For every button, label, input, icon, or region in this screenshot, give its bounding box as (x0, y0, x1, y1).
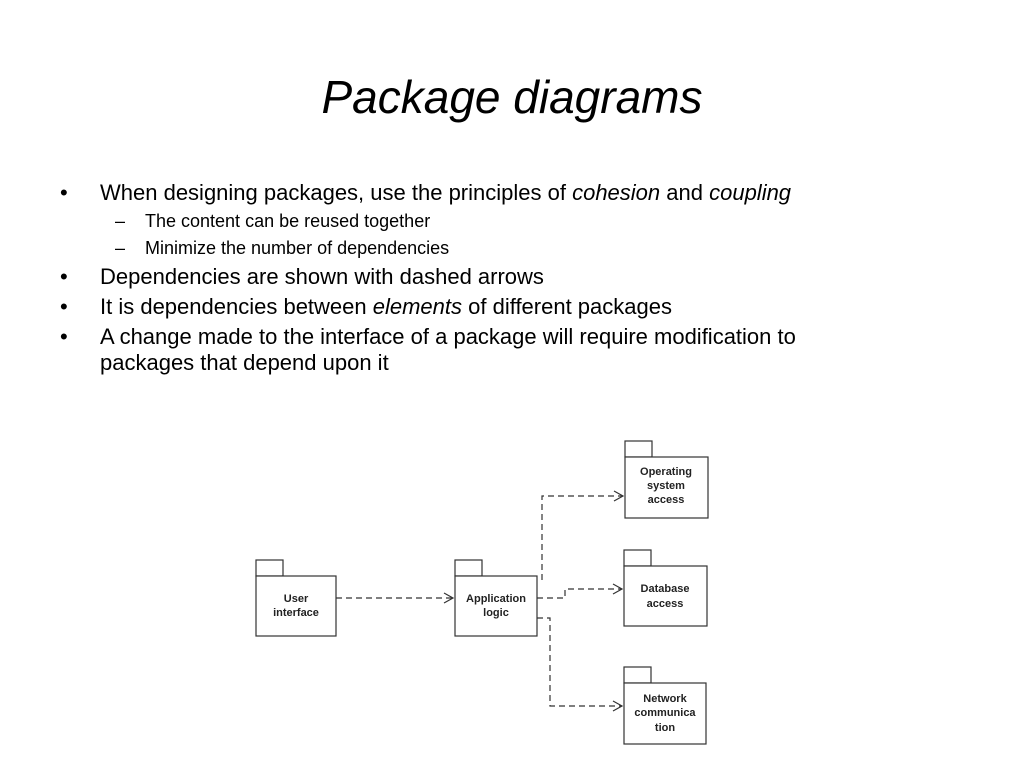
dependency-arrow-app-to-db (537, 583, 624, 599)
slide-title: Package diagrams (321, 71, 703, 123)
dependency-arrow-app-to-network (537, 617, 624, 712)
package-database-access: Database access (623, 549, 708, 627)
bullet-interface-change: • A change made to the interface of a pac… (0, 324, 930, 376)
bullet-marker: • (60, 324, 68, 349)
bullet-text: of different packages (462, 294, 672, 319)
term-cohesion: cohesion (572, 180, 661, 205)
package-body (454, 575, 538, 637)
bullet-marker: • (60, 180, 68, 205)
sub-bullet-dependencies: –Minimize the number of dependencies (0, 237, 1024, 259)
package-tab (624, 440, 653, 458)
bullet-dashed-arrows: • Dependencies are shown with dashed arro… (0, 264, 930, 290)
bullet-elements: • It is dependencies between elements of … (0, 294, 930, 320)
bullet-text: A change made to the interface of a pack… (100, 324, 796, 349)
package-label: Database (641, 583, 690, 595)
package-tab (623, 666, 652, 684)
sub-bullet-marker: – (115, 211, 126, 231)
sub-bullet-reuse: –The content can be reused together (0, 210, 1024, 232)
bullet-text: It is dependencies between (100, 294, 373, 319)
term-elements: elements (372, 294, 463, 319)
sub-bullet-text: The content can be reused together (145, 211, 431, 231)
bullet-cohesion-coupling: • When designing packages, use the princi… (0, 180, 930, 206)
package-label: Network (643, 693, 687, 705)
bullet-marker: • (60, 294, 68, 319)
package-user-interface: User interface (255, 559, 337, 637)
package-application-logic: Application logic (454, 559, 538, 637)
term-coupling: coupling (709, 180, 792, 205)
package-label: communica (634, 707, 696, 719)
package-label: User (284, 593, 309, 605)
package-body (624, 456, 709, 519)
package-operating-system-access: Operating system access (624, 440, 709, 519)
bullet-text: When designing packages, use the princip… (100, 180, 573, 205)
package-label: interface (273, 607, 319, 619)
package-label: Application (466, 593, 526, 605)
package-label: tion (655, 722, 675, 734)
package-label: logic (483, 607, 509, 619)
package-label: system (647, 480, 685, 492)
package-tab (255, 559, 284, 577)
bullet-text: packages that depend upon it (100, 350, 389, 375)
package-label: access (648, 494, 685, 506)
package-tab (623, 549, 652, 567)
sub-bullet-text: Minimize the number of dependencies (145, 238, 450, 258)
package-network-communication: Network communica tion (623, 666, 707, 745)
package-body (623, 682, 707, 745)
package-label: Operating (640, 466, 692, 478)
bullet-marker: • (60, 264, 68, 289)
bullet-text: and (660, 180, 710, 205)
sub-bullet-marker: – (115, 238, 126, 258)
bullet-text: Dependencies are shown with dashed arrow… (100, 264, 544, 289)
package-tab (454, 559, 483, 577)
dependency-arrow-app-to-os (541, 490, 625, 580)
package-body (255, 575, 337, 637)
package-body (623, 565, 708, 627)
bullet-list: • When designing packages, use the princi… (0, 180, 1024, 380)
package-label: access (647, 598, 684, 610)
